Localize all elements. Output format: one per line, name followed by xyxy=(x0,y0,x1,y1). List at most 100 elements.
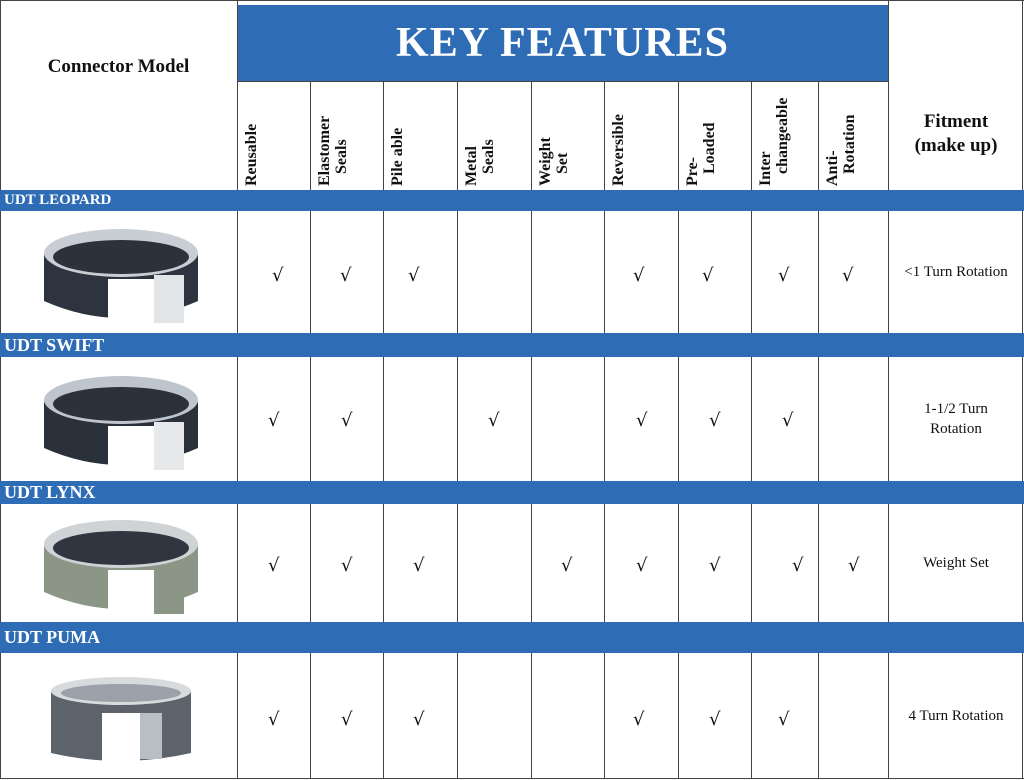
feature-check: √ xyxy=(778,709,790,730)
grid-col-line xyxy=(457,211,458,333)
connector-name: UDT LEOPARD xyxy=(4,192,112,208)
feature-check: √ xyxy=(709,555,721,576)
feature-check: √ xyxy=(413,709,425,730)
feature-check: √ xyxy=(842,265,854,286)
ring-opening xyxy=(53,240,189,274)
feature-header-line: Seals xyxy=(480,139,497,174)
feature-header-line: Loaded xyxy=(701,122,718,174)
fitment-header-line-1: Fitment xyxy=(923,111,989,132)
feature-header-label: Pre-Loaded xyxy=(684,122,718,186)
grid-col-line xyxy=(310,653,311,778)
fitment-value-line: Weight Set xyxy=(923,555,989,571)
feature-check: √ xyxy=(341,555,353,576)
feature-check: √ xyxy=(792,555,804,576)
feature-header-line: Rotation xyxy=(841,114,858,174)
grid-col-line xyxy=(457,357,458,481)
connector-name: UDT SWIFT xyxy=(4,335,105,355)
grid-col-line-head xyxy=(678,81,679,190)
grid-col-line xyxy=(531,504,532,622)
feature-check: √ xyxy=(636,555,648,576)
connector-image xyxy=(36,364,206,479)
grid-col-line xyxy=(237,504,238,622)
grid-col-line xyxy=(888,653,889,778)
grid-col-line xyxy=(818,504,819,622)
feature-check: √ xyxy=(848,555,860,576)
feature-header-0: Reusable xyxy=(237,82,310,188)
feature-check: √ xyxy=(709,709,721,730)
grid-col-line xyxy=(457,504,458,622)
fitment-value-line: 4 Turn Rotation xyxy=(908,707,1004,724)
feature-check: √ xyxy=(341,410,353,431)
ring-segment xyxy=(154,566,184,614)
fitment-header: Fitment (make up) xyxy=(888,80,1024,188)
grid-col-line-head xyxy=(818,81,819,190)
fitment-header-line-2: (make up) xyxy=(914,135,998,156)
feature-header-8: Anti-Rotation xyxy=(818,82,888,188)
grid-right-border xyxy=(1022,0,1023,779)
grid-col-line xyxy=(237,653,238,778)
feature-header-line: Pile able xyxy=(389,127,406,186)
connector-ring-image xyxy=(51,677,191,761)
ring-segment xyxy=(140,713,162,759)
feature-header-line: Elastomer xyxy=(316,115,333,186)
feature-header-label: Anti-Rotation xyxy=(824,114,858,186)
ring-opening xyxy=(53,531,189,565)
feature-header-label: Pile able xyxy=(389,128,406,186)
grid-col-line xyxy=(818,211,819,333)
feature-check: √ xyxy=(709,410,721,431)
grid-col-line xyxy=(751,653,752,778)
grid-col-line-head xyxy=(237,0,238,190)
grid-col-line xyxy=(604,211,605,333)
ring-segment xyxy=(154,422,184,470)
grid-col-line xyxy=(678,211,679,333)
fitment-value: <1 Turn Rotation xyxy=(888,211,1024,333)
grid-col-line xyxy=(383,211,384,333)
feature-header-line: Metal xyxy=(463,146,480,186)
feature-check: √ xyxy=(268,410,280,431)
grid-col-line xyxy=(751,211,752,333)
ring-opening xyxy=(53,387,189,421)
feature-check: √ xyxy=(488,410,500,431)
connector-image xyxy=(36,661,206,776)
key-features-title: KEY FEATURES xyxy=(396,20,729,66)
feature-header-line: Weight xyxy=(537,137,554,186)
feature-header-line: Set xyxy=(554,152,571,174)
connector-name: UDT LYNX xyxy=(4,482,96,502)
grid-col-line-head xyxy=(310,81,311,190)
grid-col-line xyxy=(531,653,532,778)
feature-check: √ xyxy=(782,410,794,431)
grid-col-line xyxy=(310,357,311,481)
feature-header-line: Pre- xyxy=(684,156,701,186)
feature-check: √ xyxy=(413,555,425,576)
grid-col-line xyxy=(678,504,679,622)
grid-col-line xyxy=(457,653,458,778)
feature-header-label: Reversible xyxy=(610,114,627,186)
grid-col-line xyxy=(888,504,889,622)
grid-col-line xyxy=(678,653,679,778)
grid-col-line xyxy=(531,211,532,333)
fitment-value-line: <1 Turn Rotation xyxy=(904,264,1008,280)
feature-header-line: Inter xyxy=(757,151,774,186)
feature-header-6: Pre-Loaded xyxy=(678,82,751,188)
grid-col-line xyxy=(604,504,605,622)
feature-header-5: Reversible xyxy=(604,82,678,188)
grid-col-line xyxy=(751,357,752,481)
grid-col-line-head xyxy=(383,81,384,190)
connector-band: UDT LYNX xyxy=(0,481,1024,504)
grid-col-line-head xyxy=(531,81,532,190)
feature-check: √ xyxy=(561,555,573,576)
feature-header-line: changeable xyxy=(774,97,791,174)
grid-col-line xyxy=(888,211,889,333)
feature-check: √ xyxy=(702,265,714,286)
grid-col-line-head xyxy=(604,81,605,190)
grid-col-line-head xyxy=(888,0,889,190)
connector-name: UDT PUMA xyxy=(4,627,101,647)
connector-image xyxy=(36,217,206,332)
feature-header-line: Anti- xyxy=(824,150,841,186)
fitment-value-line: Rotation xyxy=(930,421,982,437)
feature-check: √ xyxy=(268,709,280,730)
